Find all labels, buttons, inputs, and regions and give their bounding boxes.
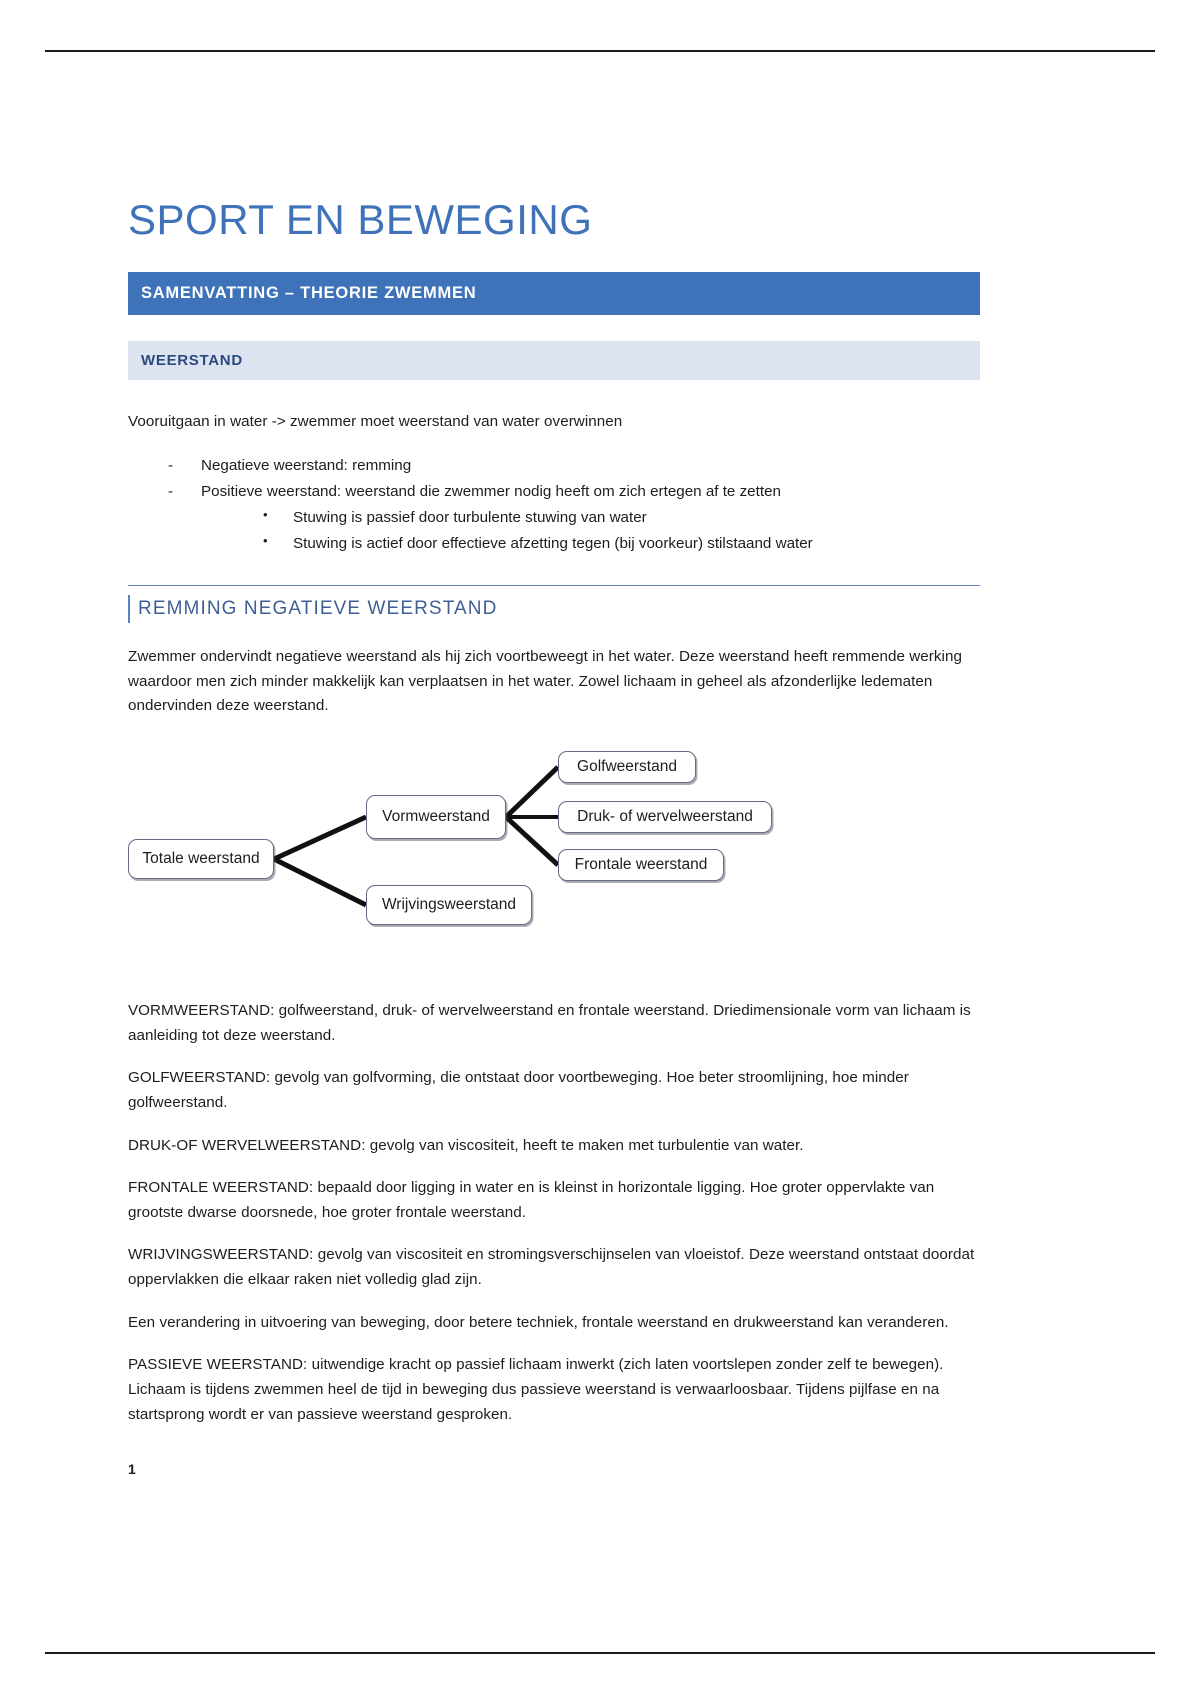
list-item: - Positieve weerstand: weerstand die zwe…: [168, 479, 980, 557]
diagram-node-label: Golfweerstand: [577, 758, 677, 776]
bullet-marker-icon: •: [263, 533, 268, 549]
list-item-label: Stuwing is passief door turbulente stuwi…: [293, 509, 647, 527]
diagram-node-label: Wrijvingsweerstand: [381, 896, 517, 914]
definition-drukweerstand: DRUK-OF WERVELWEERSTAND: gevolg van visc…: [128, 1136, 804, 1154]
page-bottom-rule: [45, 1652, 1155, 1654]
list-item-label: Negatieve weerstand: remming: [201, 456, 412, 474]
bullet-marker-icon: •: [263, 507, 268, 523]
definition-passieveweerstand: PASSIEVE WEERSTAND: uitwendige kracht op…: [128, 1356, 944, 1423]
connector-total-to-vorm: [272, 814, 368, 862]
subsection-heading: REMMING NEGATIEVE WEERSTAND: [128, 595, 980, 624]
definition-vormweerstand: VORMWEERSTAND: golfweerstand, druk- of w…: [128, 1002, 971, 1044]
section-heading-weerstand: WEERSTAND: [128, 341, 980, 381]
definition-wrijvingsweerstand: WRIJVINGSWEERSTAND: gevolg van viscosite…: [128, 1246, 975, 1289]
diagram-node-druk-of-wervelweerstand: Druk- of wervelweerstand: [558, 801, 772, 834]
list-item: - Negatieve weerstand: remming: [168, 453, 980, 479]
subsection-paragraph: Zwemmer ondervindt negatieve weerstand a…: [128, 648, 962, 715]
diagram-node-label: Totale weerstand: [142, 850, 260, 868]
dash-marker-icon: -: [168, 483, 174, 501]
definition-verandering-techniek: Een verandering in uitvoering van bewegi…: [128, 1313, 949, 1331]
section-banner: SAMENVATTING – THEORIE ZWEMMEN: [128, 272, 980, 316]
diagram-node-totale-weerstand: Totale weerstand: [128, 839, 274, 880]
intro-sublist: • Stuwing is passief door turbulente stu…: [201, 505, 980, 557]
list-item: • Stuwing is passief door turbulente stu…: [263, 505, 980, 531]
page-number: 1: [128, 1461, 136, 1477]
definition-frontaleweerstand: FRONTALE WEERSTAND: bepaald door ligging…: [128, 1179, 935, 1221]
connector-total-to-wrijving: [272, 856, 368, 908]
dash-marker-icon: -: [168, 456, 174, 474]
weerstand-diagram: Totale weerstand Vormweerstand Wrijvings…: [128, 737, 980, 947]
intro-lead-text: Vooruitgaan in water -> zwemmer moet wee…: [128, 413, 623, 431]
diagram-node-frontale-weerstand: Frontale weerstand: [558, 849, 724, 882]
definition-golfweerstand: GOLFWEERSTAND: gevolg van golfvorming, d…: [128, 1069, 909, 1111]
document-content: SPORT EN BEWEGING SAMENVATTING – THEORIE…: [128, 196, 980, 1427]
diagram-node-golfweerstand: Golfweerstand: [558, 751, 696, 784]
diagram-node-vormweerstand: Vormweerstand: [366, 795, 506, 840]
connector-vorm-to-golf: [504, 765, 560, 819]
page-title: SPORT EN BEWEGING: [128, 196, 593, 243]
definitions-block: VORMWEERSTAND: golfweerstand, druk- of w…: [128, 999, 980, 1427]
intro-list: - Negatieve weerstand: remming - Positie…: [128, 453, 980, 558]
diagram-connectors: [272, 765, 560, 908]
diagram-node-label: Druk- of wervelweerstand: [577, 808, 753, 826]
list-item-label: Positieve weerstand: weerstand die zwemm…: [201, 483, 781, 501]
list-item-label: Stuwing is actief door effectieve afzett…: [293, 535, 813, 553]
subsection-heading-rule: REMMING NEGATIEVE WEERSTAND: [128, 585, 980, 624]
diagram-node-wrijvingsweerstand: Wrijvingsweerstand: [366, 885, 532, 926]
list-item: • Stuwing is actief door effectieve afze…: [263, 531, 980, 557]
diagram-node-label: Vormweerstand: [382, 808, 490, 826]
diagram-node-label: Frontale weerstand: [574, 856, 708, 874]
connector-vorm-to-frontaal: [504, 815, 560, 867]
page-top-rule: [45, 50, 1155, 52]
